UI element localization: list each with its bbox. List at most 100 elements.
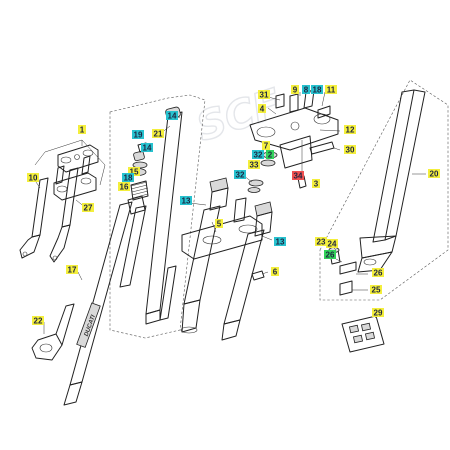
callout-badge [372,308,384,317]
callout-badge [372,268,384,277]
callout-label-16: 16 [118,182,130,192]
callout-number: 34 [294,172,303,181]
callout-label-29: 29 [372,308,384,318]
leader-lines [35,115,273,334]
callout-label-14a: 14 [141,143,153,153]
callout-number: 33 [250,161,259,170]
callout-label-19: 19 [132,130,144,140]
callout-badge [292,171,304,180]
callout-number: 22 [34,317,43,326]
callout-number: 24 [328,240,337,249]
callout-badge [132,130,144,139]
callout-number: 27 [84,204,93,213]
callout-number: 19 [134,131,143,140]
callout-label-26: 26 [372,268,384,278]
callout-number: 32 [236,171,245,180]
callout-badge [370,285,382,294]
callout-label-10: 10 [27,173,39,183]
callout-badge [166,111,178,120]
callout-badge [262,141,270,150]
callout-label-1: 1 [78,125,86,135]
callout-badge [324,250,336,259]
callout-number: 6 [273,268,278,277]
callout-label-31: 31 [258,90,270,100]
callout-badge [141,143,153,152]
callout-label-20: 20 [428,169,440,179]
callout-badge [122,173,134,182]
callout-number: 21 [154,130,163,139]
callout-label-2: 2 [266,150,274,160]
callout-label-8: 8 [302,85,310,95]
callout-label-3: 3 [312,179,320,189]
callout-badge [82,203,94,212]
plate-part [341,313,385,353]
spring [130,181,149,199]
callout-label-22: 22 [32,316,44,326]
callout-number: 5 [217,220,222,229]
callout-label-23: 23 [315,237,327,247]
callout-badge [118,182,130,191]
callout-number: 20 [430,170,439,179]
callout-number: 25 [372,286,381,295]
callout-badge [312,179,320,188]
callout-label-26b: 26 [324,250,336,260]
callout-label-15: 15 [128,167,140,177]
callout-number: 15 [130,168,139,177]
callout-number: 23 [317,238,326,247]
exploded-fork-leg: DUCATI [31,94,206,406]
callout-badge [180,196,192,205]
callout-number: 13 [182,197,191,206]
callout-label-5: 5 [215,219,223,229]
left-fork-assembly [19,139,106,263]
callout-number: 14 [143,144,152,153]
callout-number: 7 [264,142,269,151]
callout-badge [234,170,246,179]
callout-label-30: 30 [344,145,356,155]
triple-clamp-assembly [247,89,341,193]
callout-label-34: 34 [292,171,304,181]
callout-number: 30 [346,146,355,155]
callout-badge [274,237,286,246]
callout-label-7: 7 [262,141,270,151]
callout-number: 17 [68,266,77,275]
callout-badge [78,125,86,134]
callout-badge [128,167,140,176]
callout-label-13b: 13 [274,237,286,247]
callout-badge [326,239,338,248]
callout-label-33: 33 [248,160,260,170]
callout-badge [27,173,39,182]
callout-label-27: 27 [82,203,94,213]
callout-number: 8 [304,86,309,95]
callout-badge [66,265,78,274]
ducati-decal: DUCATI [76,302,101,348]
callout-number: 4 [260,105,265,114]
callout-badge [215,219,223,228]
callout-badge [152,129,164,138]
callout-number: 13 [276,238,285,247]
callout-label-12: 12 [344,125,356,135]
callout-number: 18 [313,86,322,95]
callout-number: 26 [374,269,383,278]
callout-badge [302,85,310,94]
callout-badge [344,145,356,154]
callout-badge [428,169,440,178]
callout-number: 29 [374,309,383,318]
callout-label-18: 18 [122,173,134,183]
right-fork-leg [319,79,449,301]
callout-number: 18 [124,174,133,183]
callout-number: 26 [326,251,335,260]
callout-number: 16 [120,183,129,192]
callout-label-21: 21 [152,129,164,139]
callout-label-18b: 18 [311,85,323,95]
callout-label-17: 17 [66,265,78,275]
callout-number: 32 [254,151,263,160]
callout-badge [32,316,44,325]
callout-number: 2 [268,151,273,160]
callout-label-9: 9 [291,85,299,95]
callout-badge [271,267,279,276]
callout-label-11: 11 [325,85,337,95]
callout-number: 1 [80,126,85,135]
callout-label-32b: 32 [234,170,246,180]
